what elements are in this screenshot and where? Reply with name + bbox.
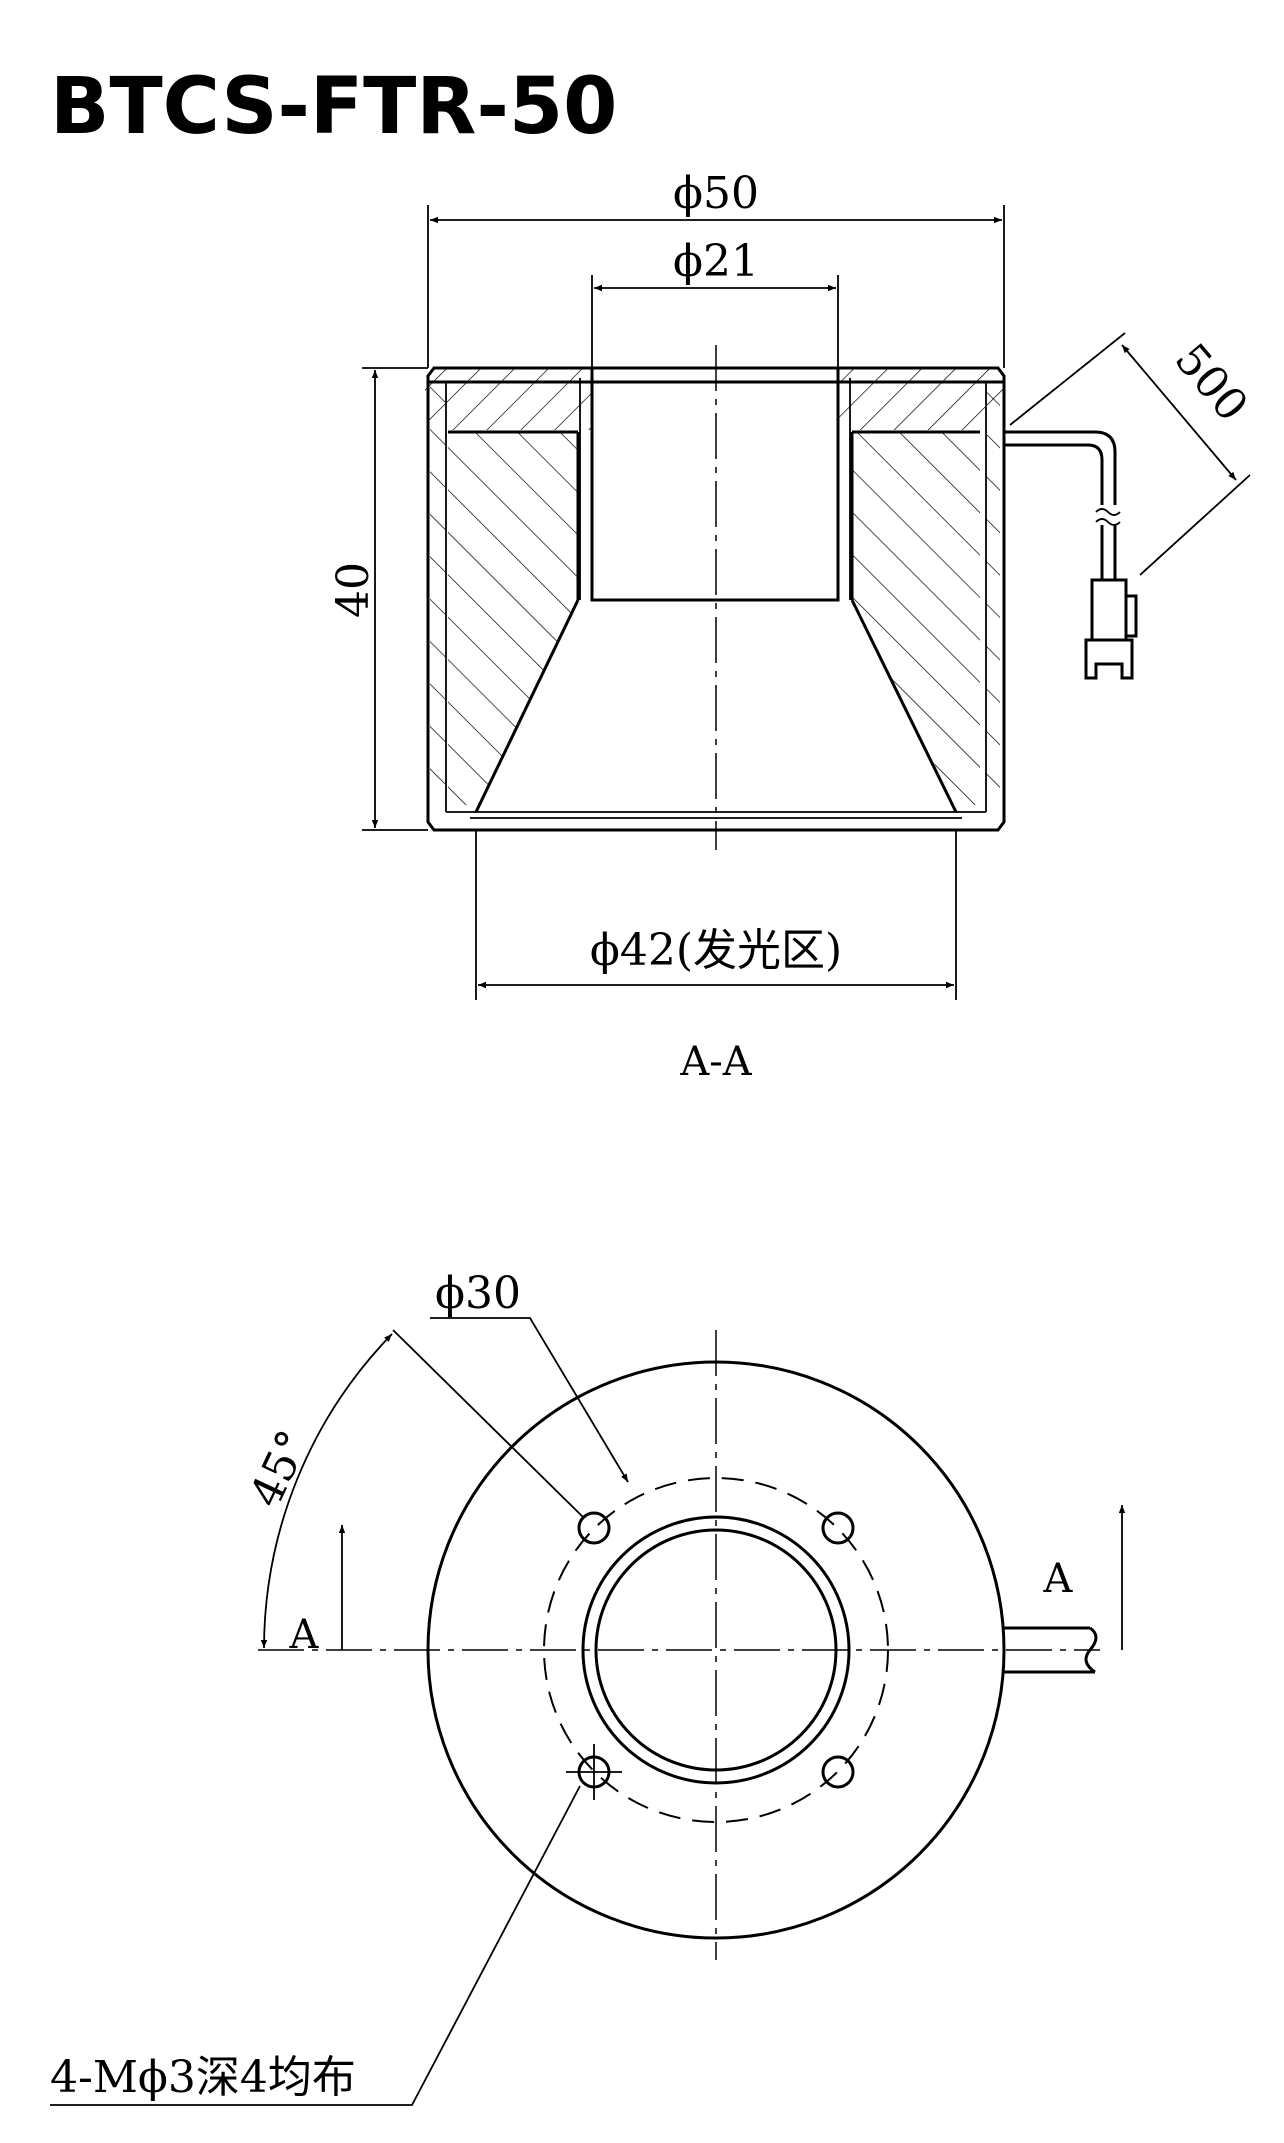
wall-hatch-left	[430, 382, 445, 810]
section-name-label: A-A	[679, 1039, 752, 1085]
cap-hatch-left	[425, 368, 592, 430]
angle-leader-line	[392, 1329, 585, 1519]
cone-left	[474, 599, 580, 813]
plan-cable-break	[1084, 1626, 1098, 1674]
wall-hatch-right	[986, 382, 1000, 810]
plan-view: 45° ϕ30 A A 4-Mϕ3深4均布	[50, 1268, 1126, 2106]
cable-bottom	[1004, 443, 1104, 505]
ext-line-500-b	[1139, 474, 1251, 576]
cone-right	[850, 599, 958, 813]
angle-label: 45°	[240, 1423, 319, 1515]
mount-hole-bottom-right	[821, 1755, 855, 1789]
body-hatch-left	[448, 432, 578, 805]
inner-diameter-label: ϕ21	[673, 236, 759, 287]
holes-leader	[50, 1785, 581, 2106]
drawing-title: BTCS-FTR-50	[50, 62, 617, 152]
mount-hole-top-left	[577, 1511, 611, 1545]
cut-left-label: A	[289, 1612, 320, 1658]
angle-arc	[260, 1333, 393, 1649]
body-hatch-right	[852, 432, 980, 805]
bore-outline	[590, 368, 840, 602]
cable-length-label: 500	[1165, 334, 1258, 431]
pcd-circle	[543, 1477, 889, 1823]
bore-circle-outer	[581, 1515, 851, 1785]
bore-circle-inner	[594, 1528, 838, 1772]
holes-label: 4-Mϕ3深4均布	[50, 2052, 356, 2103]
cable-break-2	[1095, 518, 1121, 526]
housing-outline	[426, 366, 1006, 832]
cut-right-label: A	[1043, 1556, 1074, 1602]
outer-diameter-label: ϕ50	[673, 168, 759, 219]
dim-line-500	[1121, 344, 1237, 481]
pcd-leader	[430, 1317, 629, 1483]
cable-break-1	[1095, 508, 1121, 516]
pcd-label: ϕ30	[435, 1268, 521, 1319]
connector-latch	[1124, 594, 1138, 638]
connector-body	[1090, 578, 1128, 642]
emitting-area-label: ϕ42(发光区)	[590, 925, 842, 976]
outer-circle	[426, 1360, 1006, 1940]
connector-plug	[1084, 638, 1134, 680]
ext-line-500-a	[1009, 332, 1126, 426]
height-label: 40	[328, 562, 379, 618]
cable-top	[1004, 430, 1117, 505]
section-view: ϕ50 ϕ21 40 ϕ42(发光区) 500 A-A	[328, 168, 1258, 1085]
cap-hatch-right	[838, 368, 1004, 430]
mount-hole-top-right	[821, 1511, 855, 1545]
